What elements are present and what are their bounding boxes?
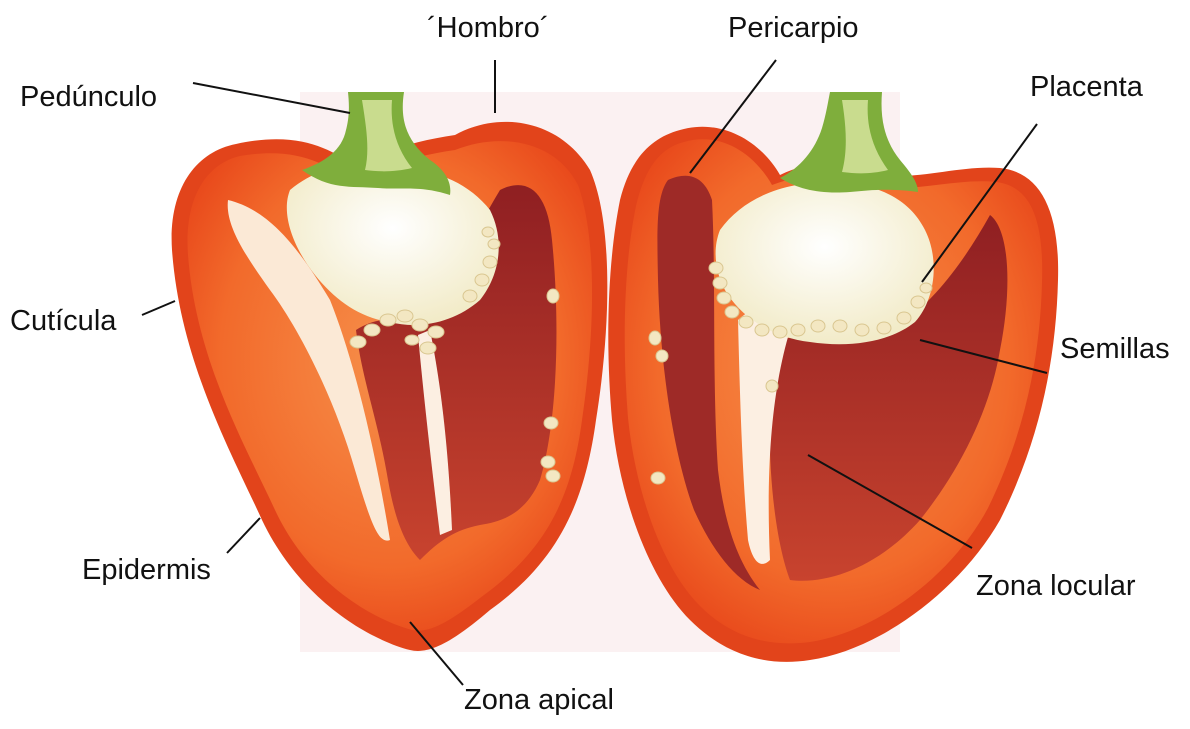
label-epidermis: Epidermis bbox=[82, 556, 211, 585]
label-pedunculo: Pedúnculo bbox=[20, 83, 157, 112]
label-hombro: ´Hombro´ bbox=[427, 14, 549, 43]
label-zona-apical: Zona apical bbox=[464, 686, 614, 715]
leader-epidermis bbox=[227, 518, 260, 553]
label-pericarpio: Pericarpio bbox=[728, 14, 859, 43]
label-semillas: Semillas bbox=[1060, 335, 1170, 364]
label-zona-locular: Zona locular bbox=[976, 572, 1136, 601]
label-cuticula: Cutícula bbox=[10, 307, 116, 336]
leader-cuticula bbox=[142, 301, 175, 315]
label-placenta: Placenta bbox=[1030, 73, 1143, 102]
